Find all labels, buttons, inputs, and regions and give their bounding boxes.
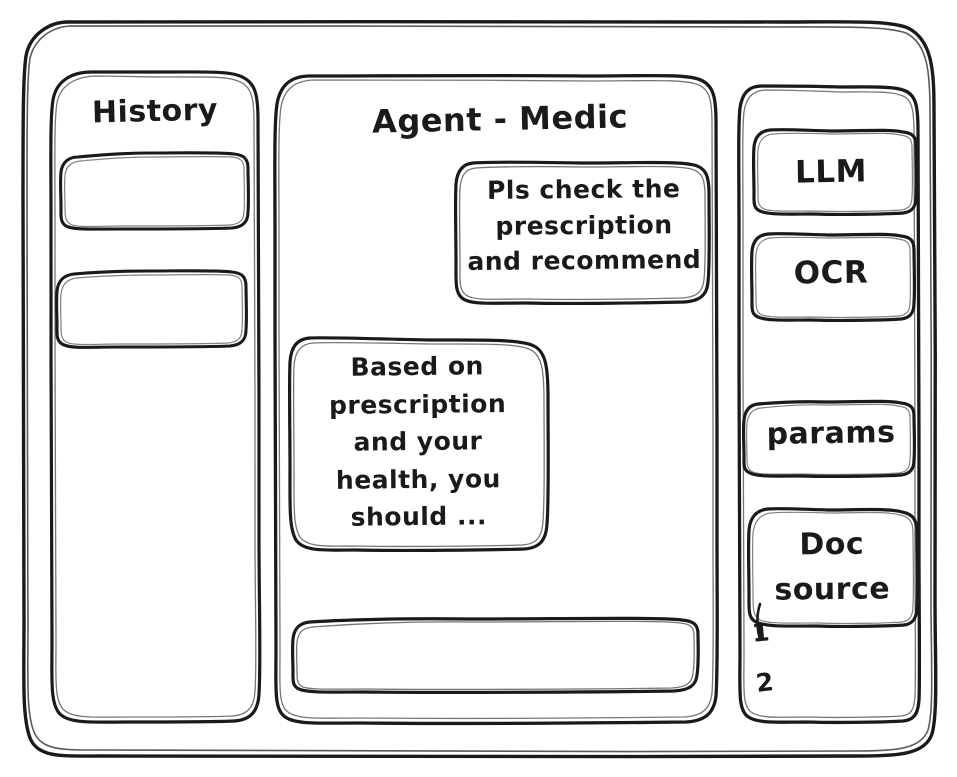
user-message-bubble — [456, 162, 709, 304]
tool-llm-button[interactable] — [752, 129, 917, 215]
agent-message-bubble — [290, 337, 548, 551]
message-composer-input[interactable] — [293, 618, 698, 693]
history-item-2[interactable] — [57, 271, 246, 348]
tool-doc-source-button[interactable] — [748, 508, 918, 627]
tool-ocr-button[interactable] — [751, 233, 915, 321]
history-item-1[interactable] — [61, 153, 248, 230]
tool-params-button[interactable] — [743, 402, 915, 477]
